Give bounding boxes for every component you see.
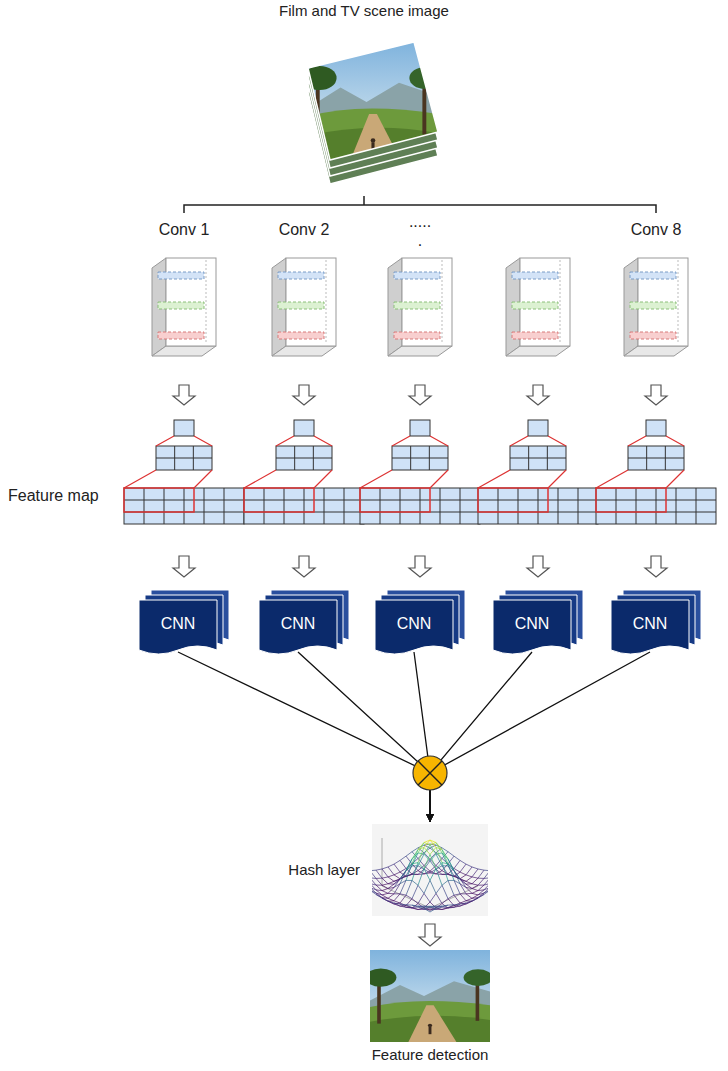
flow-arrow (293, 385, 315, 405)
layer-label: Conv 2 (279, 220, 330, 239)
node-text: CNN (515, 614, 550, 633)
cnn-block: CNN (493, 590, 583, 658)
merge-arrow (298, 652, 430, 822)
cnn-block: CNN (139, 590, 229, 658)
feature-map-grid (244, 420, 364, 524)
node-text: Feature detection (372, 1046, 489, 1064)
node-text: CNN (633, 614, 668, 633)
conv-block (152, 258, 216, 356)
node-text: Film and TV scene image (268, 2, 460, 20)
cnn-block: CNN (611, 590, 701, 658)
flow-arrow (527, 385, 549, 405)
bracket (184, 196, 656, 213)
flow-arrow (645, 385, 667, 405)
merge-arrow (430, 652, 532, 822)
stage-label: Feature map (8, 486, 99, 505)
flow-arrow (419, 924, 441, 946)
layer-label: . (418, 231, 422, 250)
layer-label: Conv 1 (159, 220, 210, 239)
flow-arrow (645, 556, 667, 577)
feature-map-grid (478, 420, 598, 524)
layer-label: Conv 8 (631, 220, 682, 239)
flow-arrow (409, 556, 431, 577)
node-text: CNN (397, 614, 432, 633)
conv-block (624, 258, 688, 356)
flow-arrow (173, 385, 195, 405)
image-stack (268, 28, 460, 194)
flow-arrow (527, 556, 549, 577)
node-text: CNN (281, 614, 316, 633)
hash-layer: Hash layer (288, 822, 488, 918)
feature-map-grid (360, 420, 480, 524)
cnn-block: CNN (259, 590, 349, 658)
multiply-symbol (413, 756, 447, 790)
layer-label: ..... (409, 212, 431, 231)
flow-arrow (409, 385, 431, 405)
surface-plot (372, 824, 488, 916)
merge-arrow (178, 652, 430, 822)
output-image: Feature detection (360, 950, 500, 1068)
conv-block (506, 258, 570, 356)
input-image: Film and TV scene image (268, 2, 460, 194)
conv-block (272, 258, 336, 356)
node-text: Hash layer (288, 861, 360, 879)
merge-arrow (430, 652, 650, 822)
merge-arrow (414, 652, 430, 822)
scene-picture (370, 950, 490, 1042)
conv-block (388, 258, 452, 356)
feature-map-grid (596, 420, 716, 524)
cnn-block: CNN (375, 590, 465, 658)
node-text: CNN (161, 614, 196, 633)
feature-map-grid (124, 420, 244, 524)
flow-arrow (173, 556, 195, 577)
flow-arrow (293, 556, 315, 577)
